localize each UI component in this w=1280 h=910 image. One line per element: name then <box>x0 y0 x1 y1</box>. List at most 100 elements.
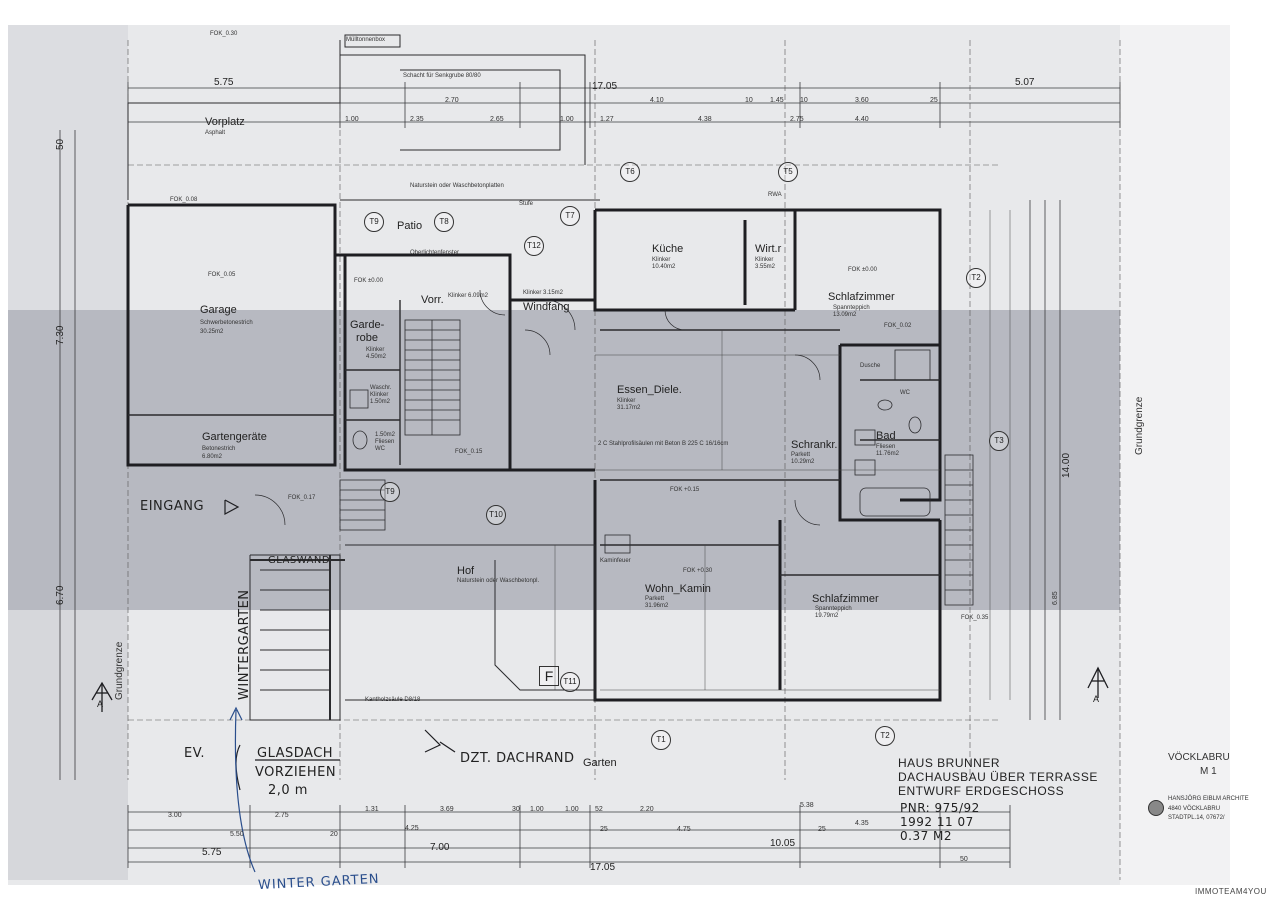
room-schlafzimmer-2: Schlafzimmer <box>812 593 879 605</box>
dim-top-row2-1: 2.70 <box>445 97 459 104</box>
dim-bottom-row2-1: 5.50 <box>230 831 244 838</box>
dim-left-2: 7.30 <box>55 325 66 345</box>
dim-left-1: 50 <box>55 138 66 150</box>
oberlichtenfenster-label: Oberlichtenfenster <box>410 250 460 256</box>
dim-top-row3-3: 2.65 <box>490 116 504 123</box>
axis-mark-f: F <box>539 666 559 686</box>
room-wc-1-detail: Fliesen <box>375 439 395 445</box>
garten-label: Garten <box>583 757 617 769</box>
dim-bottom-total: 17.05 <box>590 862 616 873</box>
axis-mark-t7: T7 <box>560 206 580 226</box>
room-wc-2: WC <box>900 390 910 396</box>
paper-fold-shadow <box>8 310 1230 610</box>
blue-pen-arrow <box>229 706 256 873</box>
glaswand-label: GLASWAND <box>268 555 331 566</box>
room-wohn-kamin-area: 31.96m2 <box>645 603 669 609</box>
room-garderobe-detail: Klinker <box>366 347 385 353</box>
dim-right-1: 14.00 <box>1061 452 1072 478</box>
dim-top-row3-8: 4.40 <box>855 116 869 123</box>
naturstein-label: Naturstein oder Waschbetonplatten <box>410 183 504 189</box>
room-wirtschaftsraum-detail: Klinker <box>755 257 774 263</box>
dim-top-row2-7: 25 <box>930 97 938 104</box>
room-waschraum-detail: Klinker <box>370 392 389 398</box>
dim-bottom-row1-2: 2.75 <box>275 812 289 819</box>
hof-outline <box>249 544 596 721</box>
level-label-1: FOK_0.30 <box>210 31 238 37</box>
dim-bottom-row3-3: 10.05 <box>770 838 796 849</box>
room-schrankraum-detail: Parkett <box>791 452 811 458</box>
axis-mark-t6: T6 <box>620 162 640 182</box>
dim-bottom-row1-10: 5.38 <box>800 802 814 809</box>
dim-bottom-row2-5: 4.75 <box>677 826 691 833</box>
glasdach-label: GLASDACH <box>257 746 334 761</box>
dim-bottom-row1-5: 30 <box>512 806 520 813</box>
room-essen-diele-area: 31.17m2 <box>617 405 641 411</box>
eingang-arrow <box>224 499 240 516</box>
room-wohn-kamin: Wohn_Kamin <box>645 583 711 595</box>
room-hof-detail: Naturstein oder Waschbetonpl. <box>457 578 540 584</box>
axis-mark-t3: T3 <box>989 431 1009 451</box>
dim-top-row3-2: 2.35 <box>410 116 424 123</box>
room-dusche: Dusche <box>860 363 881 369</box>
dim-top-row3-6: 4.38 <box>698 116 712 123</box>
dim-top-row2-5: 10 <box>800 97 808 104</box>
dim-left-3: 6.70 <box>55 585 66 605</box>
dim-bottom-row1-8: 52 <box>595 806 603 813</box>
room-windfang-detail: Klinker 3.15m2 <box>523 290 564 296</box>
dim-top-2: 17.05 <box>592 81 618 92</box>
dim-bottom-row1-7: 1.00 <box>565 806 579 813</box>
room-schlafzimmer-1-area: 13.09m2 <box>833 312 857 318</box>
inner-dimension-lines <box>554 210 1011 700</box>
kaminfeuer-label: Kaminfeuer <box>600 558 631 564</box>
room-schlafzimmer-1-detail: Spannteppich <box>833 305 870 311</box>
room-kueche-detail: Klinker <box>652 257 671 263</box>
dim-top-row2-4: 1.45 <box>770 97 784 104</box>
level-label-6: FOK_0.15 <box>455 449 483 455</box>
room-vorplatz-detail: Asphalt <box>205 130 226 136</box>
room-wirtschaftsraum: Wirt.r <box>755 243 782 255</box>
section-markers <box>91 666 1109 712</box>
top-dimension-lines <box>59 87 1120 863</box>
level-label-2: FOK_0.08 <box>170 197 198 203</box>
section-mark-a-right: A <box>1093 694 1100 704</box>
dim-bottom-row1-1: 3.00 <box>168 812 182 819</box>
room-bad: Bad <box>876 430 896 442</box>
vorplatz-outline <box>127 34 600 201</box>
architect-address: 4840 VÖCKLABRU <box>1168 806 1221 812</box>
dim-top-row3-1: 1.00 <box>345 116 359 123</box>
dim-bottom-row1-9: 2.20 <box>640 806 654 813</box>
room-garderobe-area: 4.50m2 <box>366 354 387 360</box>
dim-top-1: 5.75 <box>214 77 234 88</box>
axis-mark-t5: T5 <box>778 162 798 182</box>
room-kueche: Küche <box>652 243 684 255</box>
room-garage: Garage <box>200 304 237 316</box>
stufe-label: Stufe <box>519 201 534 207</box>
architect-seal-icon <box>1148 800 1164 816</box>
room-garderobe-line2: robe <box>356 332 379 344</box>
plan-scale: 0.37 M2 <box>900 829 953 843</box>
ev-label: EV. <box>184 746 206 761</box>
level-label-10: FOK_0.35 <box>961 615 989 621</box>
dachrand-label: DZT. DACHRAND <box>460 751 575 766</box>
room-schrankraum: Schrankr. <box>791 439 838 451</box>
plan-number: PNR: 975/92 <box>900 801 980 815</box>
muelltonnenbox-label: Mülltonnenbox <box>346 37 386 43</box>
room-windfang: Windfang <box>523 301 570 313</box>
axis-mark-t9-lower: T9 <box>380 482 400 502</box>
room-schrankraum-area: 10.29m2 <box>791 459 815 465</box>
room-garderobe-line1: Garde- <box>350 319 385 331</box>
room-garage-area: 30.25m2 <box>200 329 224 335</box>
grundgrenze-left-label: Grundgrenze <box>114 641 125 700</box>
room-waschraum: Waschr. <box>370 385 392 391</box>
room-gartengeraete-area: 6.80m2 <box>202 454 223 460</box>
room-vorraum: Vorr. <box>421 294 444 306</box>
room-hof: Hof <box>457 565 475 577</box>
room-vorraum-detail: Klinker 6.09m2 <box>448 293 489 299</box>
room-kueche-area: 10.40m2 <box>652 264 676 270</box>
door-swings <box>254 289 821 526</box>
level-label-5: FOK_0.17 <box>288 495 316 501</box>
dim-top-row2-2: 4.10 <box>650 97 664 104</box>
room-gartengeraete-detail: Betonestrich <box>202 446 236 452</box>
watermark-label: IMMOTEAM4YOU <box>1195 887 1267 896</box>
